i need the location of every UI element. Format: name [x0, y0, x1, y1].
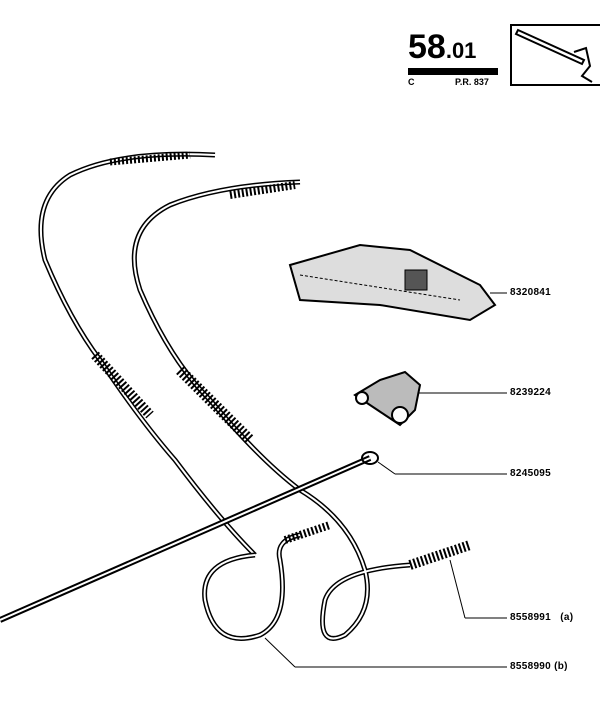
- lever-8239224: [353, 370, 422, 427]
- part-label-8320841: 8320841: [510, 287, 551, 298]
- part-label-8239224: 8239224: [510, 387, 551, 398]
- cable-b: [38, 151, 332, 641]
- reference-code: P.R. 837: [455, 77, 489, 87]
- leader-lines: [264, 292, 507, 668]
- part-number: 8320841: [510, 287, 552, 298]
- page-number: 58.01: [408, 30, 476, 68]
- page-number-sub: .01: [445, 38, 477, 63]
- page-number-main: 58: [408, 28, 446, 66]
- thumbnail-lever-icon: [514, 28, 593, 83]
- cable-a: [131, 179, 472, 641]
- section-code: C: [408, 77, 415, 87]
- part-label-8245095: 8245095: [510, 468, 551, 479]
- part-number: 8558990: [510, 661, 552, 672]
- part-number: 8245095: [510, 468, 552, 479]
- part-note: (a): [560, 612, 574, 623]
- thumbnail-illustration: [510, 24, 600, 86]
- part-label-8558991: 8558991 (a): [510, 612, 573, 623]
- bracket-8320841: [288, 243, 497, 322]
- rod-8245095: [0, 451, 379, 623]
- part-number: 8558991: [510, 612, 552, 623]
- header-bar: [408, 68, 498, 75]
- part-label-8558990: 8558990 (b): [510, 661, 568, 672]
- part-number: 8239224: [510, 387, 552, 398]
- part-note: (b): [554, 661, 568, 672]
